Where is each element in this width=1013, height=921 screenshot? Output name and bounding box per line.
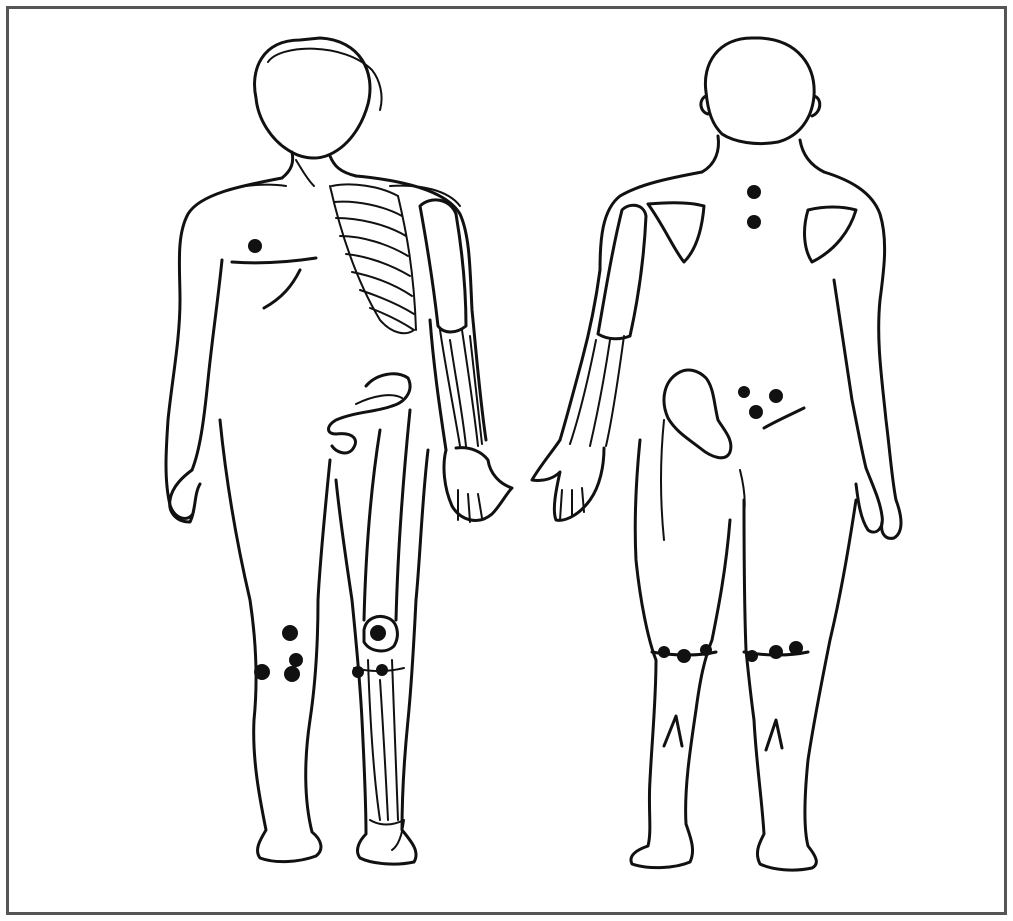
front-view-figure bbox=[166, 38, 512, 864]
pain-dot bbox=[370, 625, 386, 641]
back-left-hand bbox=[532, 440, 604, 520]
pain-dot bbox=[248, 239, 262, 253]
back-right-arm-inner bbox=[834, 280, 866, 468]
front-fibula bbox=[380, 680, 388, 820]
pain-dot bbox=[747, 185, 761, 199]
back-torso-right bbox=[824, 172, 896, 500]
back-view-figure bbox=[532, 38, 901, 870]
back-right-hand bbox=[856, 468, 882, 532]
pain-dot bbox=[749, 405, 763, 419]
pain-dot bbox=[254, 664, 270, 680]
front-pelvis bbox=[329, 374, 411, 453]
pain-streak bbox=[764, 408, 804, 428]
front-neck-left bbox=[282, 152, 293, 178]
back-right-hand-outer bbox=[882, 500, 901, 538]
pain-dot bbox=[700, 644, 712, 656]
front-torso-left bbox=[166, 178, 282, 518]
front-head bbox=[255, 38, 370, 158]
back-right-leg bbox=[744, 500, 856, 870]
front-foot-bones bbox=[370, 820, 404, 850]
back-left-fingers bbox=[560, 488, 584, 520]
front-collar-right bbox=[296, 160, 314, 186]
front-humerus bbox=[420, 200, 466, 332]
front-rib-3 bbox=[336, 218, 406, 236]
front-rib-8 bbox=[370, 308, 414, 330]
front-hair bbox=[268, 49, 382, 110]
back-pelvis bbox=[664, 370, 731, 458]
front-neck-right bbox=[330, 156, 356, 176]
front-rib-2 bbox=[334, 202, 402, 216]
front-right-forearm-outline bbox=[430, 320, 446, 450]
pain-dot bbox=[376, 664, 388, 676]
back-left-scapula bbox=[648, 203, 704, 262]
pain-dot bbox=[769, 645, 783, 659]
front-collar bbox=[246, 185, 286, 187]
back-head bbox=[705, 38, 814, 144]
front-rib-4 bbox=[340, 236, 408, 256]
pain-dot bbox=[738, 386, 750, 398]
front-femur bbox=[364, 410, 410, 620]
pain-dot bbox=[769, 389, 783, 403]
front-rib-1 bbox=[332, 184, 398, 196]
back-right-scapula bbox=[805, 207, 856, 262]
pain-dot bbox=[677, 649, 691, 663]
pain-dot bbox=[747, 215, 761, 229]
front-chest-curve bbox=[264, 270, 300, 308]
pain-dot bbox=[789, 641, 803, 655]
back-right-calf-mark bbox=[766, 720, 782, 750]
pain-dot bbox=[352, 666, 364, 678]
front-pelvis-inner bbox=[356, 395, 402, 404]
back-left-forearm-bones bbox=[570, 336, 624, 446]
pain-dot bbox=[289, 653, 303, 667]
back-torso-left bbox=[600, 172, 702, 270]
front-right-hand bbox=[444, 448, 512, 521]
back-left-humerus bbox=[598, 205, 646, 339]
pain-dot bbox=[282, 625, 298, 641]
pain-dot bbox=[746, 650, 758, 662]
back-left-calf-mark bbox=[664, 716, 682, 746]
pain-dot bbox=[658, 646, 670, 658]
front-chest-line bbox=[232, 258, 316, 263]
front-rib-7 bbox=[360, 290, 414, 314]
back-femur-line bbox=[661, 420, 664, 540]
pain-dot bbox=[284, 666, 300, 682]
back-neck-left bbox=[702, 136, 718, 172]
front-left-hand bbox=[170, 470, 200, 522]
back-left-forearm-outline bbox=[560, 270, 600, 440]
front-left-arm-inner bbox=[192, 260, 222, 470]
back-neck-right bbox=[800, 140, 824, 172]
front-right-leg bbox=[336, 450, 428, 864]
front-left-leg bbox=[220, 420, 330, 862]
